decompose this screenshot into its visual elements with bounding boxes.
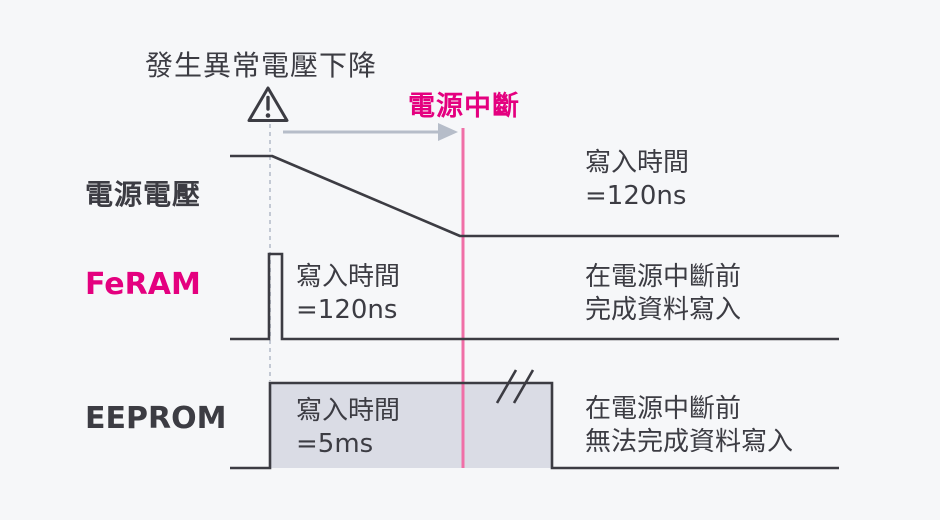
feram-write-time-line1: 寫入時間 [296,262,401,292]
eeprom-write-time-note: 寫入時間 =5ms [296,395,400,461]
row-label-power-voltage: 電源電壓 [85,178,202,211]
eeprom-write-time-line1: 寫入時間 [296,396,401,426]
voltage-drop-label: 發生異常電壓下降 [145,49,378,82]
power-cut-label: 電源中斷 [408,91,520,122]
eeprom-waveform [230,381,839,470]
feram-write-time-line2: =120ns [296,295,398,325]
feram-waveform [230,252,839,341]
power-write-time-line2: =120ns [585,181,687,211]
row-label-feram: FeRAM [85,267,201,302]
feram-result-line1: 在電源中斷前 [585,262,742,292]
power-write-time-line1: 寫入時間 [585,148,690,178]
warning-triangle-icon [247,86,289,122]
row-label-eeprom: EEPROM [85,401,227,436]
eeprom-result-note: 在電源中斷前 無法完成資料寫入 [585,393,793,459]
delay-arrow-head-icon [438,123,458,141]
eeprom-pulse-fill [271,384,551,468]
eeprom-write-time-line2: =5ms [296,429,374,459]
eeprom-result-line1: 在電源中斷前 [585,394,742,424]
eeprom-result-line2: 無法完成資料寫入 [585,427,794,457]
feram-result-line2: 完成資料寫入 [585,295,742,325]
break-mark-icon [495,369,535,404]
feram-write-time-note: 寫入時間 =120ns [296,261,400,327]
power-write-time-note: 寫入時間 =120ns [585,147,689,213]
feram-result-note: 在電源中斷前 完成資料寫入 [585,261,741,327]
power-voltage-waveform [230,154,839,238]
